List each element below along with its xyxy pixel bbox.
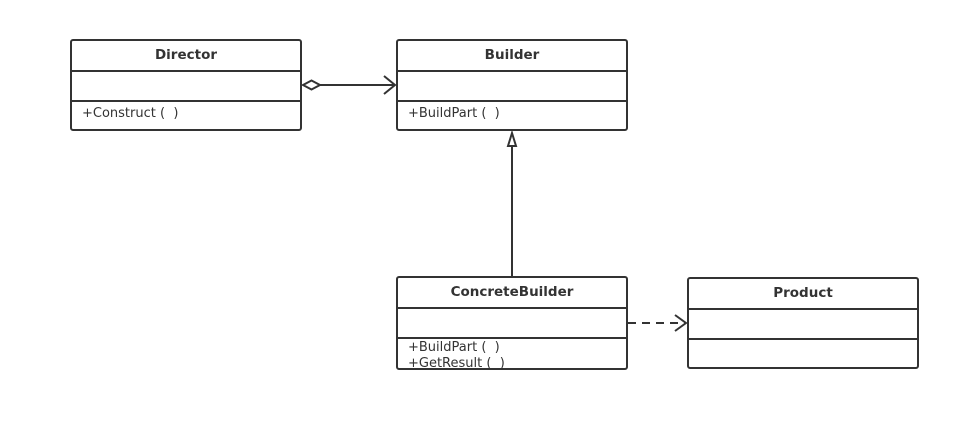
hollow-triangle-icon bbox=[506, 129, 518, 147]
operations-compartment: +Construct ( ) bbox=[72, 100, 300, 122]
operations-compartment bbox=[689, 338, 917, 366]
operation: +GetResult ( ) bbox=[408, 356, 505, 371]
attributes-compartment bbox=[72, 70, 300, 100]
class-name: Product bbox=[773, 285, 833, 301]
class-name: Director bbox=[154, 47, 218, 63]
open-arrow-icon bbox=[383, 75, 397, 95]
aggregation-connector bbox=[300, 75, 397, 95]
class-builder[interactable]: Builder +BuildPart ( ) bbox=[396, 39, 628, 131]
operation: +Construct ( ) bbox=[82, 106, 179, 121]
class-name: ConcreteBuilder bbox=[450, 284, 574, 300]
dependency-connector bbox=[628, 314, 688, 332]
attributes-compartment bbox=[398, 307, 626, 337]
operations-compartment: +BuildPart ( ) +GetResult ( ) bbox=[398, 337, 626, 372]
operations-compartment: +BuildPart ( ) bbox=[398, 100, 626, 122]
attributes-compartment bbox=[689, 308, 917, 338]
open-arrow-icon bbox=[674, 314, 688, 332]
class-name: Builder bbox=[484, 47, 540, 63]
operation: +BuildPart ( ) bbox=[408, 106, 500, 121]
generalization-connector bbox=[506, 129, 518, 276]
attributes-compartment bbox=[398, 70, 626, 100]
aggregation-diamond-icon bbox=[300, 79, 323, 91]
class-director[interactable]: Director +Construct ( ) bbox=[70, 39, 302, 131]
class-product[interactable]: Product bbox=[687, 277, 919, 369]
operation: +BuildPart ( ) bbox=[408, 340, 500, 355]
class-concrete-builder[interactable]: ConcreteBuilder +BuildPart ( ) +GetResul… bbox=[396, 276, 628, 372]
